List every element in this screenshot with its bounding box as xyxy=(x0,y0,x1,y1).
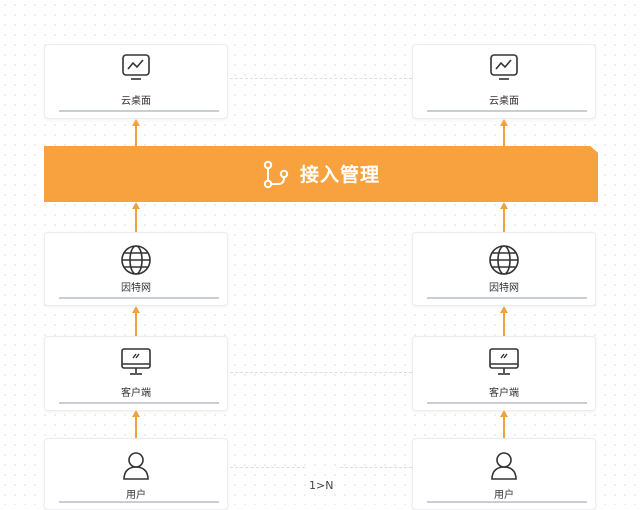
right-client-underline xyxy=(427,402,587,404)
left-desktop-label: 云桌面 xyxy=(121,96,151,107)
relation-label: 1>N xyxy=(309,479,334,492)
globe-icon xyxy=(489,245,519,275)
cloud-desktop-icon xyxy=(490,54,518,80)
monitor-icon xyxy=(121,348,151,375)
route-icon xyxy=(263,160,289,189)
right-client-label: 客户端 xyxy=(489,388,519,399)
banner-title: 接入管理 xyxy=(300,164,381,186)
left-arrowhead-client-to-internet xyxy=(132,306,140,313)
left-internet-card[interactable]: 因特网 xyxy=(44,232,228,306)
left-client-label: 客户端 xyxy=(121,388,151,399)
right-desktop-card[interactable]: 云桌面 xyxy=(412,44,596,119)
right-arrow-client-to-internet xyxy=(503,312,505,336)
user-icon xyxy=(491,452,517,480)
user-icon xyxy=(123,452,149,480)
right-internet-card[interactable]: 因特网 xyxy=(412,232,596,306)
right-arrow-banner-to-desktop xyxy=(503,126,505,146)
right-user-underline xyxy=(427,501,587,503)
left-arrowhead-user-to-client xyxy=(132,410,140,417)
left-internet-underline xyxy=(59,297,219,299)
right-internet-label: 因特网 xyxy=(489,283,519,294)
right-user-card[interactable]: 用户 xyxy=(412,438,596,510)
left-arrowhead-banner-to-desktop xyxy=(132,119,140,126)
left-arrow-user-to-client xyxy=(135,416,137,438)
left-client-card[interactable]: 客户端 xyxy=(44,336,228,411)
dashed-connector-user-right xyxy=(340,467,412,468)
left-arrow-internet-to-banner xyxy=(135,208,137,232)
left-internet-label: 因特网 xyxy=(121,283,151,294)
left-user-label: 用户 xyxy=(126,490,146,501)
right-user-label: 用户 xyxy=(494,490,514,501)
left-desktop-underline xyxy=(59,110,219,112)
monitor-icon xyxy=(489,348,519,375)
left-user-card[interactable]: 用户 xyxy=(44,438,228,510)
dashed-connector-desktop xyxy=(230,78,412,79)
left-client-underline xyxy=(59,402,219,404)
right-desktop-label: 云桌面 xyxy=(489,96,519,107)
access-management-banner[interactable] xyxy=(44,146,598,202)
right-arrowhead-banner-to-desktop xyxy=(500,119,508,126)
right-client-card[interactable]: 客户端 xyxy=(412,336,596,411)
cloud-desktop-icon xyxy=(122,54,150,80)
dashed-connector-client xyxy=(230,372,412,373)
right-arrowhead-internet-to-banner xyxy=(500,202,508,209)
globe-icon xyxy=(121,245,151,275)
right-desktop-underline xyxy=(427,110,587,112)
dashed-connector-user xyxy=(230,467,305,468)
left-arrowhead-internet-to-banner xyxy=(132,202,140,209)
right-arrowhead-user-to-client xyxy=(500,410,508,417)
right-arrow-internet-to-banner xyxy=(503,208,505,232)
left-arrow-client-to-internet xyxy=(135,312,137,336)
right-internet-underline xyxy=(427,297,587,299)
right-arrowhead-client-to-internet xyxy=(500,306,508,313)
left-user-underline xyxy=(59,501,219,503)
left-desktop-card[interactable]: 云桌面 xyxy=(44,44,228,119)
right-arrow-user-to-client xyxy=(503,416,505,438)
left-arrow-banner-to-desktop xyxy=(135,126,137,146)
